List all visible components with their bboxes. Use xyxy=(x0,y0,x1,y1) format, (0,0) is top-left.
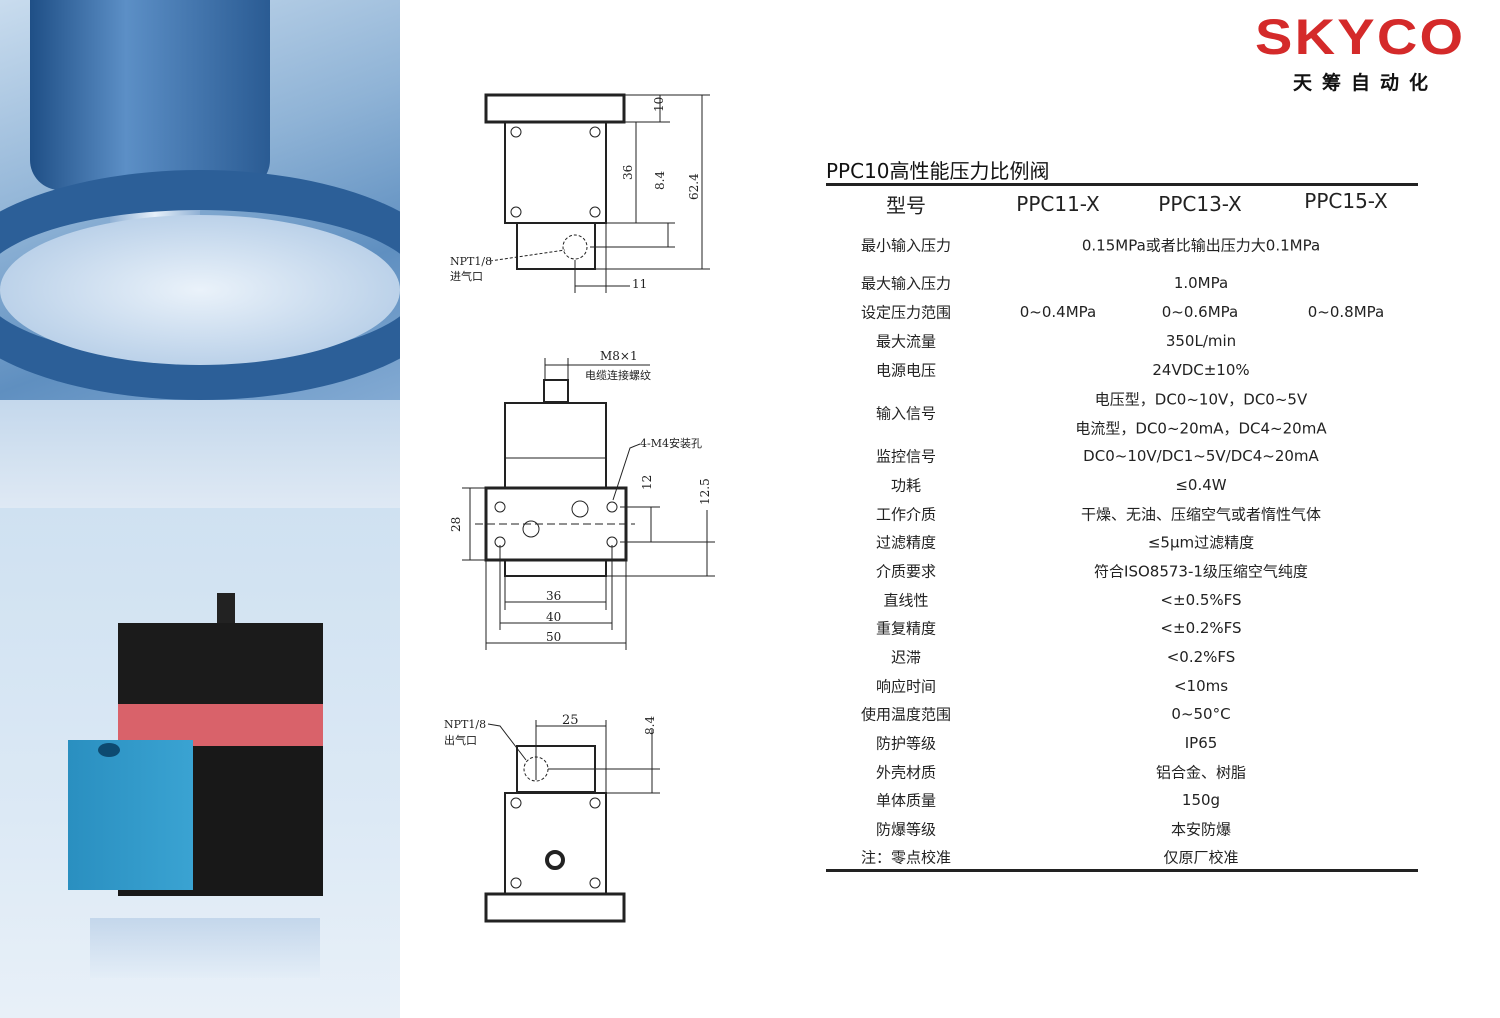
row-label: 最大输入压力 xyxy=(860,274,952,293)
row-value: 干燥、无油、压缩空气或者惰性气体 xyxy=(1080,505,1322,524)
header-model-label: 型号 xyxy=(886,193,926,218)
row-label: 注：零点校准 xyxy=(860,848,952,867)
logo-wordmark: SKYCO xyxy=(1255,9,1466,65)
top-view-drawing: 10 36 8.4 62.4 11 NPT1/8 进气口 xyxy=(450,93,710,293)
row-label: 迟滞 xyxy=(890,648,922,667)
row-label: 外壳材质 xyxy=(875,763,937,782)
dim-28: 28 xyxy=(449,517,463,532)
row-value: 350L/min xyxy=(1165,332,1237,350)
row-label: 直线性 xyxy=(883,591,929,610)
row-label: 监控信号 xyxy=(875,447,937,466)
outlet-port-label: NPT1/8 xyxy=(444,718,486,731)
dim-12: 12 xyxy=(640,475,654,490)
machine-photo xyxy=(0,0,400,508)
row-value: ≤0.4W xyxy=(1175,476,1227,494)
row-value: IP65 xyxy=(1184,734,1218,752)
row-label: 功耗 xyxy=(890,476,922,495)
row-value: <0.2%FS xyxy=(1166,648,1236,666)
row-value: 0.15MPa或者比输出压力大0.1MPa xyxy=(1081,236,1321,255)
logo-subtitle: 天筹自动化 xyxy=(1293,72,1439,94)
inlet-port-label: NPT1/8 xyxy=(450,255,492,268)
row-label: 电源电压 xyxy=(875,361,937,380)
row-value: ≤5μm过滤精度 xyxy=(1147,533,1255,552)
row-value: 铝合金、树脂 xyxy=(1155,763,1247,782)
dim-25: 25 xyxy=(562,713,579,728)
row-label: 单体质量 xyxy=(875,791,937,810)
row-label: 使用温度范围 xyxy=(860,705,952,724)
row-value: <±0.2%FS xyxy=(1160,619,1242,637)
row-label: 输入信号 xyxy=(875,404,937,423)
row-value: 仅原厂校准 xyxy=(1163,848,1239,867)
dim-12-5: 12.5 xyxy=(698,478,712,505)
row-label: 介质要求 xyxy=(875,562,937,581)
row-value: 150g xyxy=(1181,791,1221,809)
dim-40: 40 xyxy=(546,610,561,624)
table-top-rule xyxy=(826,183,1418,186)
row-value: <10ms xyxy=(1173,677,1229,695)
row-label: 响应时间 xyxy=(875,677,937,696)
thread-name-label: 电缆连接螺纹 xyxy=(585,368,651,382)
row-value-line: 电流型，DC0~20mA，DC4~20mA xyxy=(1075,419,1327,438)
row-label: 工作介质 xyxy=(875,505,937,524)
row-value: 24VDC±10% xyxy=(1152,361,1250,379)
header-model-2: PPC15-X xyxy=(1304,189,1388,213)
product-photo xyxy=(0,508,400,1018)
mounting-holes-label: 4-M4安装孔 xyxy=(640,436,702,450)
row-label: 设定压力范围 xyxy=(860,303,952,322)
row-value: 本安防爆 xyxy=(1170,820,1232,839)
thread-size-label: M8×1 xyxy=(600,349,638,363)
dim-11: 11 xyxy=(632,277,647,291)
row-value: DC0~10V/DC1~5V/DC4~20mA xyxy=(1083,447,1319,465)
row-label: 重复精度 xyxy=(875,619,937,638)
row-label: 最大流量 xyxy=(875,332,937,351)
skyco-logo: SKYCO 天筹自动化 xyxy=(1255,9,1480,94)
row-value-2: 0~0.8MPa xyxy=(1307,303,1385,321)
header-model-0: PPC11-X xyxy=(1016,192,1100,216)
dim-8-4: 8.4 xyxy=(643,716,657,735)
dim-10: 10 xyxy=(652,97,666,112)
dim-36: 36 xyxy=(621,165,635,180)
dim-62-4: 62.4 xyxy=(687,173,701,200)
front-view-drawing: M8×1 电缆连接螺纹 4-M4安装孔 28 12 12.5 36 40 50 xyxy=(449,349,715,650)
bottom-view-drawing: 25 8.4 NPT1/8 出气口 xyxy=(444,713,660,923)
row-label: 最小输入压力 xyxy=(860,236,952,255)
row-value: 符合ISO8573-1级压缩空气纯度 xyxy=(1094,562,1308,581)
dim-50: 50 xyxy=(546,630,561,644)
dim-8-4: 8.4 xyxy=(653,171,667,190)
row-label: 防护等级 xyxy=(875,734,937,753)
row-label: 防爆等级 xyxy=(875,820,937,839)
row-value: 0~50°C xyxy=(1171,705,1231,723)
row-value: 1.0MPa xyxy=(1173,274,1229,292)
row-value-1: 0~0.6MPa xyxy=(1161,303,1239,321)
inlet-port-name: 进气口 xyxy=(450,269,483,283)
row-value-0: 0~0.4MPa xyxy=(1019,303,1097,321)
table-bottom-rule xyxy=(826,869,1418,872)
row-label: 过滤精度 xyxy=(875,533,937,552)
dim-36: 36 xyxy=(546,589,561,603)
row-value-line: 电压型，DC0~10V，DC0~5V xyxy=(1094,390,1308,409)
row-value: <±0.5%FS xyxy=(1160,591,1242,609)
document-title: PPC10高性能压力比例阀 xyxy=(826,159,1050,183)
header-model-1: PPC13-X xyxy=(1158,192,1242,216)
outlet-port-name: 出气口 xyxy=(444,733,477,747)
